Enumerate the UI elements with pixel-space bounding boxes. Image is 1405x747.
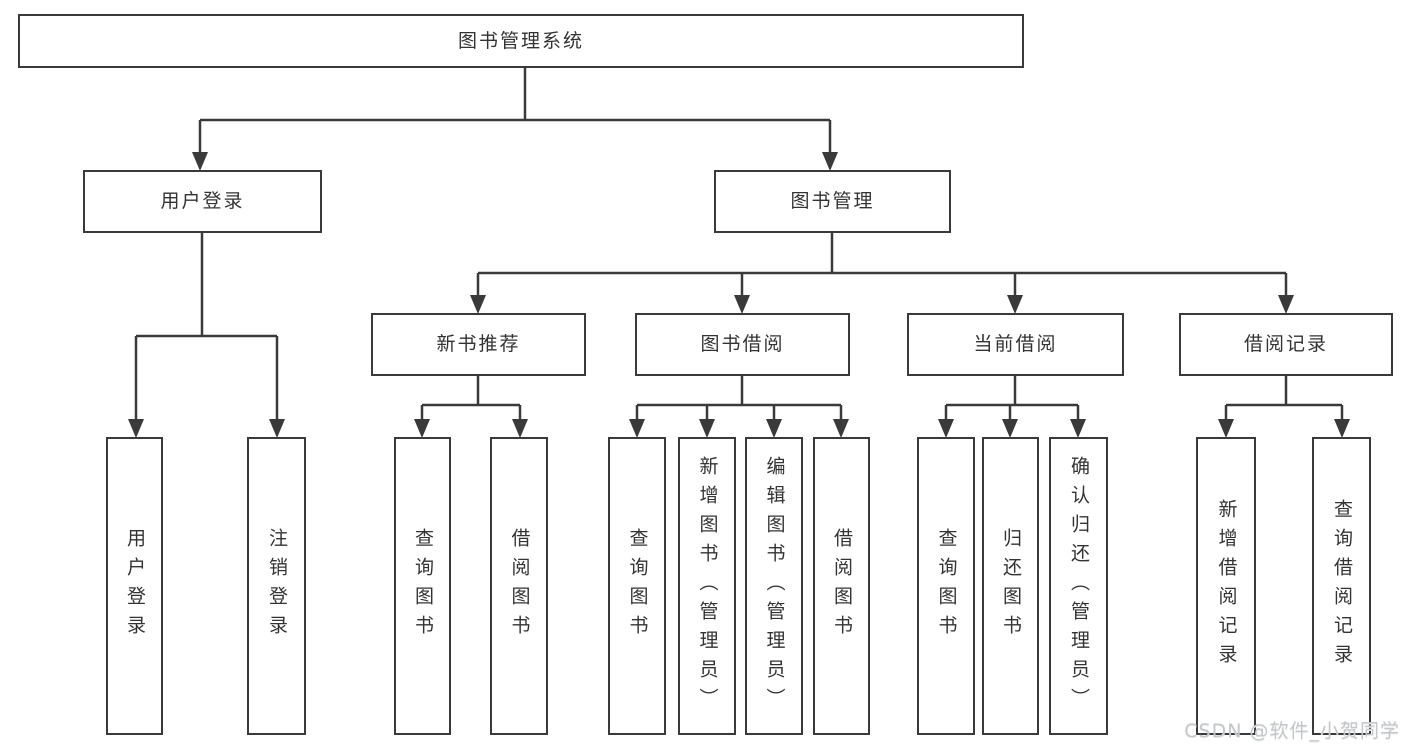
node-book-borrowing: 图书借阅	[635, 313, 850, 376]
node-borrowing-records: 借阅记录	[1179, 313, 1393, 376]
leaf-user-login: 用户登录	[106, 437, 163, 735]
arrowhead	[1218, 419, 1234, 438]
arrowhead	[192, 152, 208, 171]
node-label: 新增借阅记录	[1215, 499, 1238, 673]
node-label: 新增图书（管理员）	[696, 455, 719, 717]
node-label: 图书借阅	[700, 333, 785, 355]
node-label: 查询图书	[626, 528, 649, 644]
arrowheads	[128, 152, 1350, 438]
node-book-management: 图书管理	[714, 170, 951, 233]
node-label: 图书管理系统	[457, 29, 584, 52]
leaf-borrow-books-newbooks: 借阅图书	[490, 437, 548, 735]
arrowhead	[1007, 295, 1023, 314]
node-label: 归还图书	[1000, 528, 1022, 644]
node-label: 当前借阅	[973, 333, 1058, 355]
node-label: 图书管理	[790, 190, 875, 212]
node-label: 查询借阅记录	[1331, 499, 1353, 673]
leaf-logout: 注销登录	[247, 437, 306, 735]
leaf-add-books-admin: 新增图书（管理员）	[678, 437, 736, 735]
arrowhead	[512, 419, 528, 438]
leaf-edit-books-admin: 编辑图书（管理员）	[745, 437, 803, 735]
node-label: 注销登录	[266, 528, 288, 644]
leaf-return-books: 归还图书	[982, 437, 1039, 735]
node-label: 编辑图书（管理员）	[763, 455, 786, 717]
leaf-borrow-books-borrowing: 借阅图书	[813, 437, 870, 735]
leaf-query-borrow-record: 查询借阅记录	[1312, 437, 1371, 735]
arrowhead	[833, 419, 849, 438]
leaf-add-borrow-record: 新增借阅记录	[1196, 437, 1256, 735]
node-label: 新书推荐	[436, 333, 521, 355]
arrowhead	[734, 295, 750, 314]
arrowhead	[766, 419, 782, 438]
arrowhead	[699, 419, 715, 438]
arrowhead	[1334, 419, 1350, 438]
node-label: 查询图书	[412, 528, 434, 644]
node-label: 借阅图书	[831, 528, 853, 644]
node-label: 借阅图书	[508, 528, 531, 644]
node-label: 查询图书	[935, 528, 958, 644]
leaf-query-books-newbooks: 查询图书	[394, 437, 451, 735]
arrowhead	[128, 419, 144, 438]
leaf-confirm-return-admin: 确认归还（管理员）	[1049, 437, 1108, 735]
arrowhead	[1070, 419, 1086, 438]
arrowhead	[1278, 295, 1294, 314]
node-new-book-recommendation: 新书推荐	[371, 313, 586, 376]
arrowhead	[629, 419, 645, 438]
node-library-management-system: 图书管理系统	[18, 14, 1024, 68]
node-label: 用户登录	[160, 190, 245, 212]
arrowhead	[269, 419, 285, 438]
leaf-query-books-current: 查询图书	[917, 437, 975, 735]
node-label: 确认归还（管理员）	[1068, 455, 1090, 717]
watermark: CSDN @软件_小贺同学	[1184, 720, 1400, 742]
node-user-login: 用户登录	[83, 170, 322, 233]
arrowhead	[822, 152, 838, 171]
node-label: 借阅记录	[1243, 333, 1328, 355]
node-current-borrowing: 当前借阅	[907, 313, 1124, 376]
leaf-query-books-borrowing: 查询图书	[608, 437, 666, 735]
arrowhead	[470, 295, 486, 314]
connector-lines	[134, 68, 1344, 420]
arrowhead	[414, 419, 430, 438]
node-label: 用户登录	[124, 528, 146, 644]
arrowhead	[938, 419, 954, 438]
arrowhead	[1002, 419, 1018, 438]
